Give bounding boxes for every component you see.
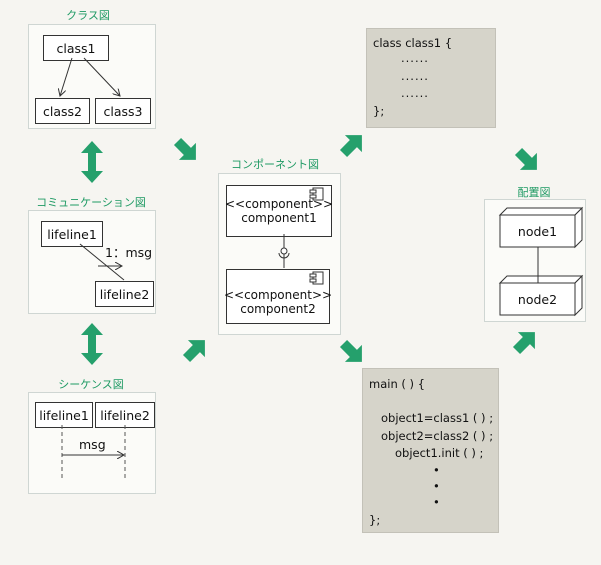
component-diagram-title: コンポーネント図 [231, 158, 319, 171]
communication-diagram-title: コミュニケーション図 [36, 196, 146, 209]
sequence-lifeline2: lifeline2 [95, 402, 155, 428]
class2-box: class2 [35, 98, 90, 124]
main-code-line: object1.init ( ) ; [395, 446, 484, 460]
class-code-line: }; [373, 104, 385, 118]
class-code-line: class class1 { [373, 36, 453, 50]
communication-diagram-panel: lifeline1 lifeline2 1：msg [28, 210, 156, 314]
main-code-line: • [433, 463, 440, 477]
class-code-line: ...... [401, 86, 429, 100]
main-code-line: }; [369, 513, 381, 527]
arrow-down-right-icon [339, 339, 362, 362]
main-code-line: main ( ) { [369, 377, 425, 391]
double-arrow-icon [81, 141, 103, 183]
green-arrows [81, 135, 537, 365]
arrow-down-right-icon [514, 147, 537, 170]
interface-socket-icon [278, 252, 290, 259]
lifeline1-object: lifeline1 [41, 221, 103, 247]
component1-stereotype: <<component>> [224, 197, 334, 211]
node2-label: node2 [517, 291, 558, 307]
class-code-line: ...... [401, 69, 429, 83]
main-code-block: main ( ) { object1=class1 ( ) ; object2=… [362, 368, 499, 533]
sequence-diagram-panel: lifeline1 lifeline2 msg [28, 392, 156, 494]
sequence-lifeline1: lifeline1 [35, 402, 93, 428]
component1-name: component1 [241, 211, 317, 225]
class3-box: class3 [95, 98, 151, 124]
class-code-line: ...... [401, 51, 429, 65]
main-code-line: • [433, 495, 440, 509]
component2-stereotype: <<component>> [223, 287, 333, 302]
interface-ball-icon [280, 247, 288, 255]
node2-box [498, 274, 584, 317]
deployment-diagram-title: 配置図 [517, 186, 551, 199]
main-code-line: object1=class1 ( ) ; [381, 411, 494, 425]
main-code-line: object2=class2 ( ) ; [381, 429, 494, 443]
communication-link-line [79, 243, 125, 281]
communication-message-label: 1：msg [105, 245, 153, 260]
lifeline2-object: lifeline2 [95, 281, 154, 307]
class-diagram-title: クラス図 [66, 9, 110, 22]
class1-to-class2-line [60, 57, 73, 96]
sequence-diagram-title: シーケンス図 [58, 378, 124, 391]
class-diagram-panel: class1 class2 class3 [28, 24, 156, 129]
component1-icon [309, 187, 324, 201]
class-code-block: class class1 { ...... ...... ...... }; [366, 28, 496, 128]
component2-name: component2 [240, 301, 316, 316]
arrow-up-right-icon [339, 135, 362, 158]
arrow-up-right-icon [182, 340, 205, 363]
arrow-up-right-icon [512, 332, 535, 355]
sequence-message-label: msg [79, 437, 106, 452]
node1-box [498, 206, 584, 249]
class1-to-class3-line [83, 57, 120, 96]
arrow-down-right-icon [173, 137, 196, 160]
class1-box: class1 [43, 35, 109, 61]
main-code-line: • [433, 479, 440, 493]
double-arrow-icon [81, 323, 103, 365]
node1-label: node1 [517, 223, 558, 239]
component2-icon [309, 271, 324, 285]
